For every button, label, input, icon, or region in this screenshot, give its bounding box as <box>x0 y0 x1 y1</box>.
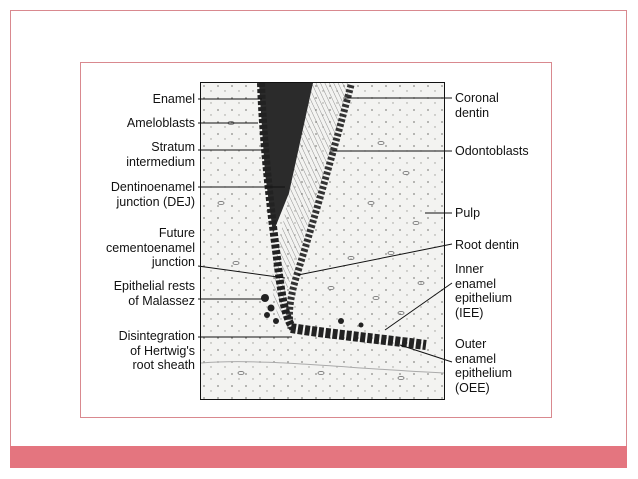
label-dej: Dentinoenamel junction (DEJ) <box>110 180 195 209</box>
root-sheath-layer <box>290 323 427 350</box>
label-odontoblasts: Odontoblasts <box>455 144 529 158</box>
label-root-dentin: Root dentin <box>455 238 519 252</box>
label-future-cej: Future cementoenamel junction <box>106 226 195 269</box>
label-iee: Inner enamel epithelium (IEE) <box>455 262 512 320</box>
label-hertwig-sheath: Disintegration of Hertwig's root sheath <box>118 329 195 372</box>
label-oee: Outer enamel epithelium (OEE) <box>455 337 512 395</box>
coronal-dentin-region <box>271 83 351 323</box>
label-stratum-intermedium: Stratum intermedium <box>126 140 195 169</box>
label-pulp: Pulp <box>455 206 481 220</box>
slide-footer-bar <box>10 446 627 468</box>
enamel-region <box>259 83 313 233</box>
ameloblast-layer <box>257 83 297 331</box>
connective-tissue-line <box>201 361 444 374</box>
tooth-root-micrograph <box>200 82 445 400</box>
label-epithelial-rests: Epithelial rests of Malassez <box>113 279 195 308</box>
label-ameloblasts: Ameloblasts <box>126 116 195 130</box>
epithelial-rests <box>261 294 364 328</box>
label-enamel: Enamel <box>152 92 195 106</box>
label-coronal-dentin: Coronal dentin <box>455 91 499 120</box>
